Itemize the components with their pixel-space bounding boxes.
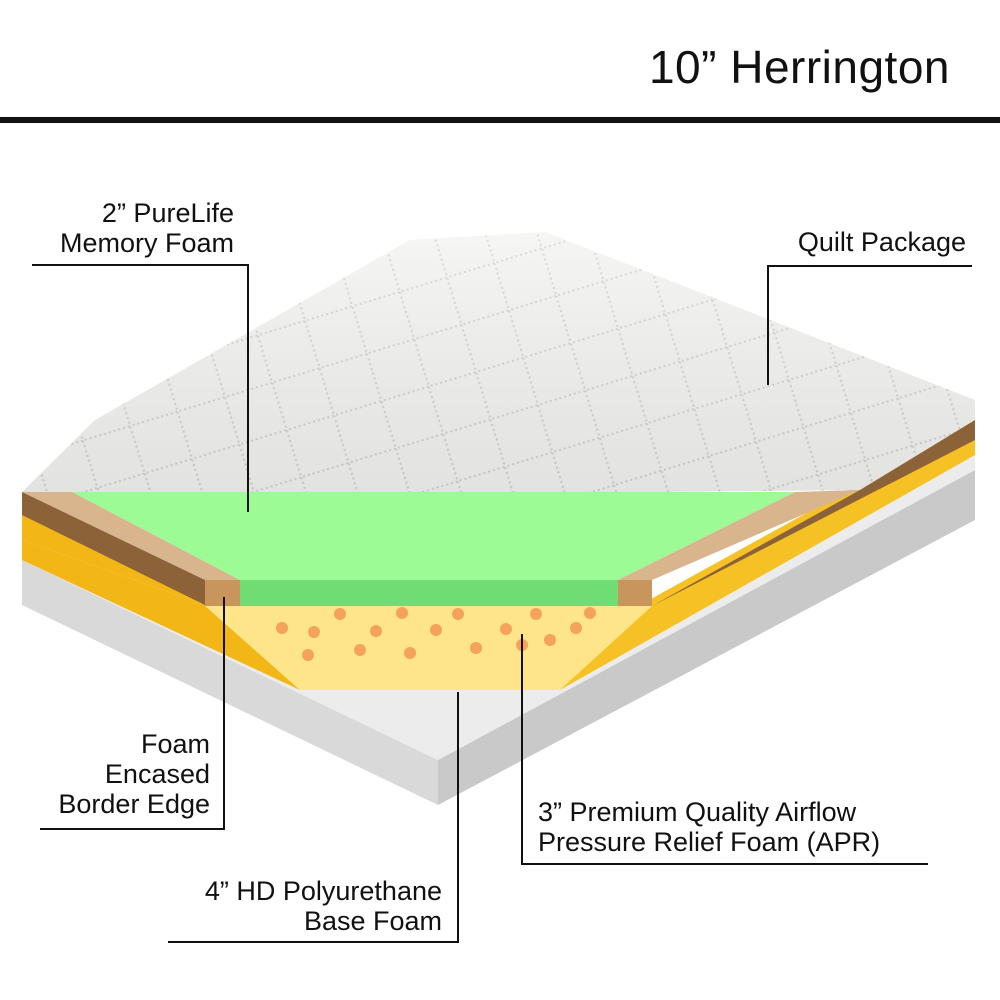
base-foam-right <box>438 470 975 805</box>
quilt-shade <box>22 232 975 492</box>
label-border-line3: Border Edge <box>58 789 210 819</box>
leader-lines <box>32 264 972 943</box>
memory-foam-front <box>240 580 618 606</box>
apr-layer-side <box>22 540 300 690</box>
apr-foam-dots <box>276 607 596 661</box>
border-edge-right-front <box>618 580 652 606</box>
label-border-line2: Encased <box>104 759 210 789</box>
label-border-line1: Foam <box>140 729 210 759</box>
leader-memory-foam <box>32 264 249 512</box>
label-memory-foam-line2: Memory Foam <box>59 228 234 258</box>
base-foam-top <box>22 455 975 760</box>
label-base-line1: 4” HD Polyurethane <box>204 876 442 906</box>
label-memory-foam: 2” PureLife Memory Foam <box>60 198 234 258</box>
label-apr-line2: Pressure Relief Foam (APR) <box>538 827 881 857</box>
leader-quilt <box>767 265 972 385</box>
leader-apr <box>521 634 928 865</box>
border-edge-right-top <box>618 490 860 580</box>
base-foam-side <box>22 560 438 805</box>
border-edge-left-side <box>22 492 205 605</box>
label-memory-foam-line1: 2” PureLife <box>101 198 234 228</box>
label-apr: 3” Premium Quality Airflow Pressure Reli… <box>538 797 880 857</box>
label-base: 4” HD Polyurethane Base Foam <box>205 876 442 936</box>
leader-base <box>168 692 459 943</box>
label-quilt-line1: Quilt Package <box>797 227 966 257</box>
border-edge-left-top <box>22 492 240 580</box>
leader-border <box>40 597 225 830</box>
label-quilt: Quilt Package <box>798 227 966 257</box>
title-divider <box>0 117 1000 123</box>
diagram-title: 10” Herrington <box>648 41 950 93</box>
label-base-line2: Base Foam <box>303 906 442 936</box>
border-edge-left-front <box>205 580 240 606</box>
label-apr-line1: 3” Premium Quality Airflow <box>538 797 857 827</box>
memory-foam-top <box>72 492 795 580</box>
label-border: Foam Encased Border Edge <box>58 729 210 819</box>
